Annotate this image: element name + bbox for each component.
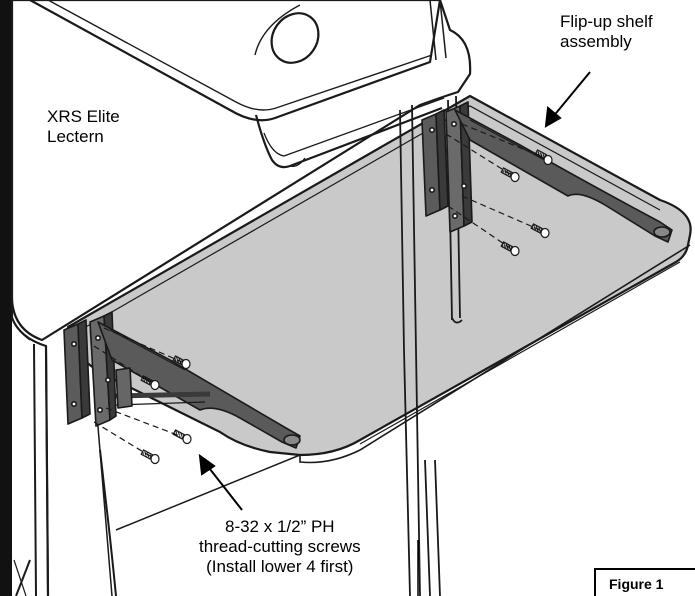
screws-label-line: 8-32 x 1/2” PH	[224, 517, 335, 536]
left-edge-frame	[0, 0, 12, 596]
screw	[530, 223, 550, 239]
screw	[500, 167, 520, 183]
shelf-label-line: Flip-up shelf	[560, 12, 653, 31]
figure-caption: Figure 1	[609, 576, 664, 592]
lectern-label-line: XRS Elite	[47, 107, 120, 126]
shelf-callout-arrow	[544, 71, 591, 128]
shelf-label-line: assembly	[560, 32, 632, 51]
screw-alignment-lines	[93, 123, 546, 457]
screw	[140, 449, 160, 465]
screw	[172, 429, 192, 445]
screw	[500, 241, 520, 257]
lectern-top	[10, 0, 472, 596]
lectern-label-line: Lectern	[47, 127, 104, 146]
screw	[534, 149, 553, 166]
callout-arrows	[198, 71, 591, 511]
shelf-label: Flip-up shelf assembly	[560, 12, 653, 52]
screws-label-line: (Install lower 4 first)	[206, 557, 354, 576]
screws-callout-arrow	[198, 453, 243, 511]
screws-label-line: thread-cutting screws	[199, 537, 361, 556]
screw	[140, 375, 160, 391]
figure-caption-box: Figure 1	[594, 568, 695, 596]
screws	[140, 149, 553, 465]
screw	[172, 355, 191, 370]
left-bracket	[63, 311, 301, 449]
screws-label: 8-32 x 1/2” PH thread-cutting screws (In…	[199, 517, 361, 577]
lectern-label: XRS Elite Lectern	[47, 107, 120, 147]
